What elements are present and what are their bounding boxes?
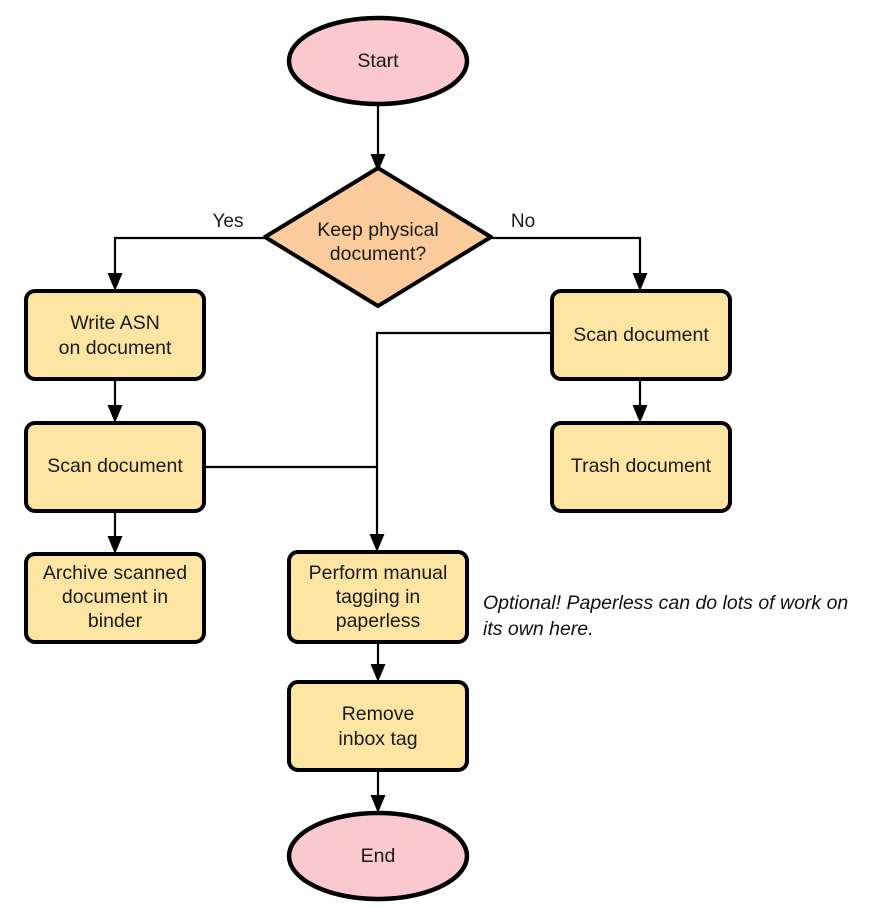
edge-remove-inbox-to-end xyxy=(370,770,386,813)
manual-tagging-label-line1: Perform manual xyxy=(309,562,448,584)
edge-line xyxy=(491,236,642,281)
arrowhead-icon xyxy=(632,273,648,291)
manual-tagging-box[interactable] xyxy=(287,550,469,644)
start-ellipse[interactable] xyxy=(286,15,470,107)
node-scan-document-left[interactable]: Scan document xyxy=(24,421,206,513)
start-label: Start xyxy=(357,50,399,72)
edge-scan-right-to-trash xyxy=(632,379,648,423)
arrowhead-icon xyxy=(107,536,123,554)
arrowhead-icon xyxy=(107,273,123,291)
edge-scan-right-to-tagging xyxy=(369,331,552,552)
edge-start-to-decision xyxy=(370,104,386,172)
decision-diamond[interactable] xyxy=(263,166,493,308)
edge-label-yes: Yes xyxy=(213,211,244,232)
end-label: End xyxy=(361,845,396,867)
write-asn-box[interactable] xyxy=(24,289,206,381)
edge-label-no: No xyxy=(511,211,535,232)
scan-document-right-label: Scan document xyxy=(573,324,709,346)
node-trash-document[interactable]: Trash document xyxy=(550,421,732,513)
scan-document-left-label: Scan document xyxy=(47,455,183,477)
arrowhead-icon xyxy=(369,534,385,552)
archive-binder-box[interactable] xyxy=(24,552,206,644)
trash-document-label: Trash document xyxy=(571,455,712,477)
node-archive-binder[interactable]: Archive scanned document in binder xyxy=(24,552,206,644)
arrowhead-icon xyxy=(370,154,386,172)
write-asn-label-line2: on document xyxy=(59,337,172,359)
annotation-optional-paperless: Optional! Paperless can do lots of work … xyxy=(483,592,848,640)
remove-inbox-tag-box[interactable] xyxy=(287,680,469,772)
remove-inbox-tag-label-line2: inbox tag xyxy=(338,728,417,750)
edge-decision-to-write-asn: Yes xyxy=(107,211,265,291)
node-write-asn[interactable]: Write ASN on document xyxy=(24,289,206,381)
decision-label-line1: Keep physical xyxy=(317,219,438,241)
edge-write-asn-to-scan-left xyxy=(107,379,123,423)
node-keep-physical-document[interactable]: Keep physical document? xyxy=(263,166,493,308)
decision-label-line2: document? xyxy=(330,243,427,265)
scan-document-right-box[interactable] xyxy=(550,289,732,381)
edge-decision-to-scan-right: No xyxy=(491,211,648,291)
archive-binder-label-line2: document in xyxy=(62,586,168,608)
node-end[interactable]: End xyxy=(286,810,470,902)
arrowhead-icon xyxy=(370,795,386,813)
edge-scan-left-to-archive xyxy=(107,511,123,554)
remove-inbox-tag-label-line1: Remove xyxy=(342,703,415,725)
node-manual-tagging[interactable]: Perform manual tagging in paperless xyxy=(287,550,469,644)
edge-line xyxy=(113,236,265,281)
arrowhead-icon xyxy=(370,664,386,682)
edge-tagging-to-remove-inbox xyxy=(370,642,386,682)
write-asn-label-line1: Write ASN xyxy=(70,312,160,334)
scan-document-left-box[interactable] xyxy=(24,421,206,513)
edge-line xyxy=(375,331,552,542)
node-remove-inbox-tag[interactable]: Remove inbox tag xyxy=(287,680,469,772)
trash-document-box[interactable] xyxy=(550,421,732,513)
manual-tagging-label-line2: tagging in xyxy=(336,586,421,608)
manual-tagging-label-line3: paperless xyxy=(336,610,421,632)
end-ellipse[interactable] xyxy=(286,810,470,902)
node-scan-document-right[interactable]: Scan document xyxy=(550,289,732,381)
arrowhead-icon xyxy=(632,405,648,423)
archive-binder-label-line1: Archive scanned xyxy=(43,562,187,584)
annotation-line1: Optional! Paperless can do lots of work … xyxy=(483,592,848,614)
annotation-line2: its own here. xyxy=(483,618,594,640)
archive-binder-label-line3: binder xyxy=(88,610,143,632)
arrowhead-icon xyxy=(107,405,123,423)
node-start[interactable]: Start xyxy=(286,15,470,107)
